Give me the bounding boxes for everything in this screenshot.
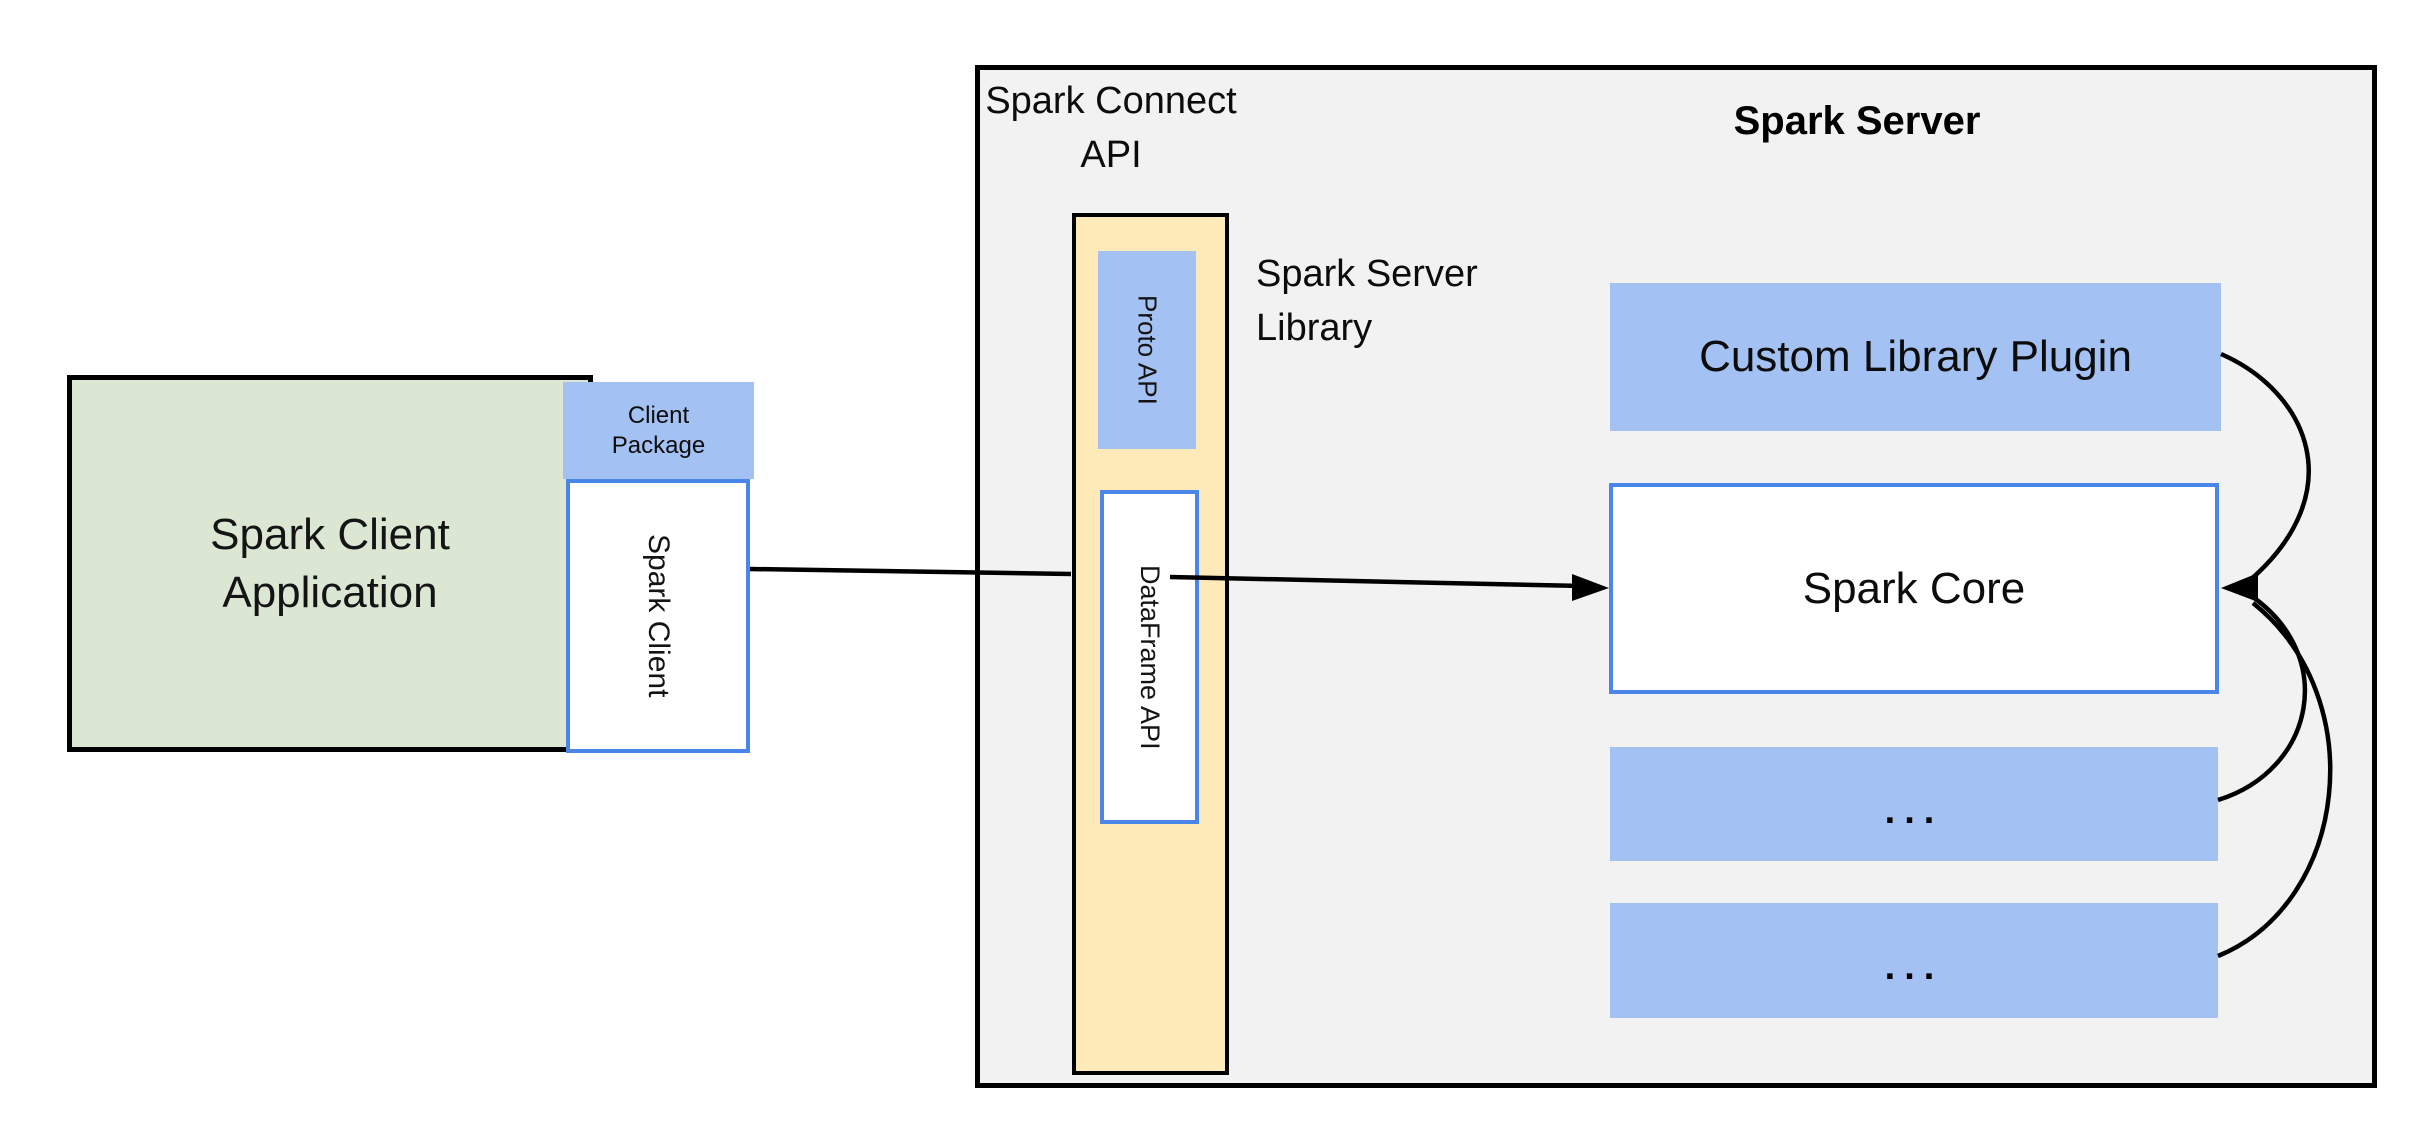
custom-library-plugin-label: Custom Library Plugin [1699, 332, 2132, 381]
client-package-label-line2: Package [611, 431, 706, 459]
proto-api-box: Proto API [1098, 251, 1196, 449]
spark-connect-api-title: Spark Connect API [975, 74, 1247, 182]
client-package-label-line1: Client [627, 401, 690, 429]
spark-client-application-label-line1: Spark Client [210, 509, 450, 559]
custom-library-plugin-box: Custom Library Plugin [1610, 283, 2221, 431]
spark-server-library-label-line1: Spark Server [1256, 253, 1478, 295]
spark-client-application-label: Spark Client Application [72, 506, 588, 622]
proto-api-label: Proto API [1132, 295, 1163, 405]
dataframe-api-box: DataFrame API [1100, 490, 1199, 824]
spark-client-box: Spark Client [566, 479, 750, 753]
spark-server-library-label: Spark Server Library [1256, 247, 1656, 355]
spark-core-box: Spark Core [1609, 483, 2219, 694]
spark-client-application-label-line2: Application [222, 567, 438, 617]
dataframe-api-label: DataFrame API [1135, 564, 1165, 750]
client-package-box: Client Package [563, 382, 754, 479]
client-package-label: Client Package [612, 401, 705, 461]
other-plugin-box-1-ellipsis: ... [1884, 789, 1944, 832]
spark-client-label: Spark Client [642, 534, 675, 698]
other-plugin-box-2-ellipsis: ... [1884, 946, 1944, 988]
spark-server-library-label-line2: Library [1256, 307, 1373, 349]
spark-core-label: Spark Core [1802, 563, 2026, 613]
spark-connect-api-title-line2: API [1080, 134, 1142, 176]
other-plugin-box-2: ... [1610, 903, 2218, 1018]
spark-server-title: Spark Server [1733, 99, 1981, 143]
spark-connect-api-title-line1: Spark Connect [985, 80, 1237, 122]
spark-client-application-box: Spark Client Application [67, 375, 593, 752]
other-plugin-box-1: ... [1610, 747, 2218, 861]
